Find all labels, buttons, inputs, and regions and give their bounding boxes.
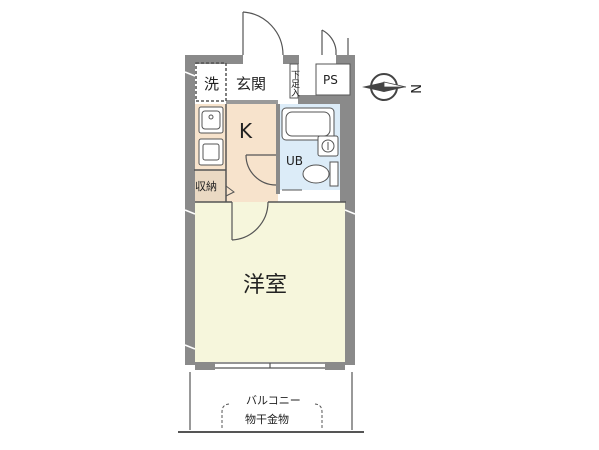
western-room-floor (194, 202, 346, 362)
balcony-outline (178, 372, 364, 433)
pipe-space-box (315, 63, 351, 96)
storage-label: 収納 (195, 180, 217, 193)
bathtub (281, 107, 335, 141)
room-door (231, 201, 269, 241)
kitchen-door (245, 154, 277, 186)
ps-door (321, 29, 349, 55)
toilet (302, 161, 339, 187)
kitchen-label: K (239, 119, 253, 143)
washbasin (317, 135, 339, 157)
entrance-label: 玄関 (236, 75, 266, 93)
wall-breaks (184, 71, 356, 350)
balcony-label: バルコニー (246, 394, 301, 407)
storage-floor (194, 170, 226, 202)
pipe-space-label: PS (323, 73, 338, 87)
laundry-label: 洗 (204, 75, 219, 93)
entrance-door (242, 11, 284, 56)
partitions (194, 62, 346, 203)
western-room-label: 洋室 (243, 273, 287, 298)
balcony-window (215, 362, 325, 369)
laundry-hardware-label: 物干金物 (245, 412, 289, 426)
walls (185, 55, 355, 370)
storage-door (225, 185, 235, 197)
kitchen-sink (198, 106, 224, 134)
shoe-box-label: 下足入 (289, 70, 300, 97)
stove (198, 138, 224, 166)
north-label: N (407, 84, 422, 94)
compass-icon (362, 73, 407, 101)
unit-bath-label: UB (286, 154, 303, 168)
laundry-hardware-marks (221, 403, 323, 428)
